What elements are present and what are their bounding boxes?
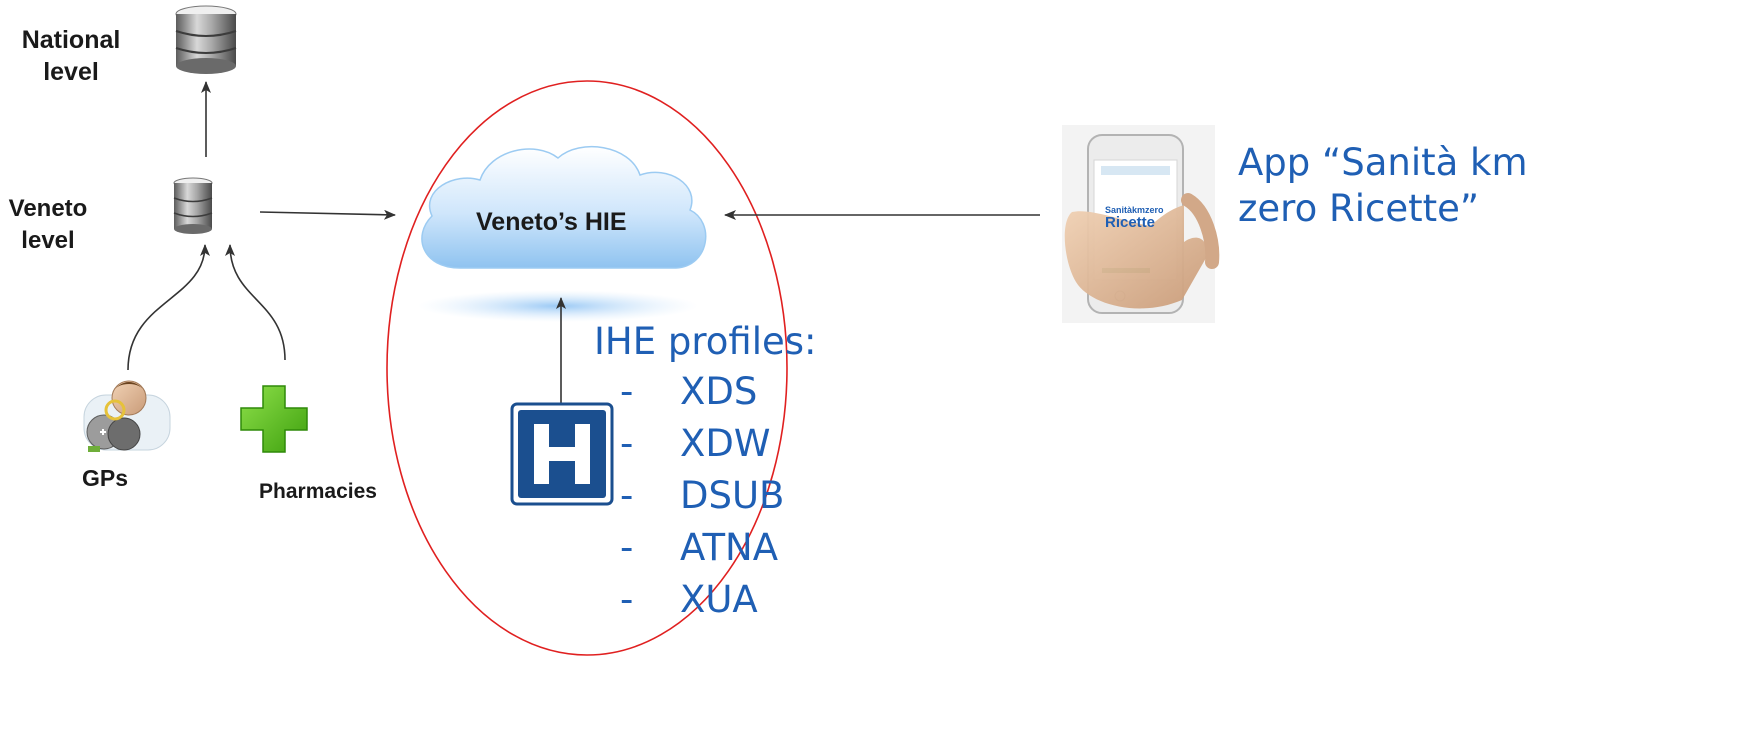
list-bullet: - [620,526,634,569]
ihe-profile-item: - DSUB [620,470,820,522]
ihe-profile-item: - XDS [620,366,820,418]
label-gps: GPs [81,465,129,491]
label-veneto-level: Veneto level [8,195,88,254]
label-pharmacies: Pharmacies [259,480,377,503]
arrow-veneto-to-hie [259,209,396,220]
arrow-pharmacies-to-veneto [225,244,286,361]
hospital-sign-icon [510,402,614,506]
list-bullet: - [620,370,634,413]
phone-in-hand-icon [1062,125,1220,323]
app-label: App “Sanità km zero Ricette” [1238,141,1528,230]
ihe-profile-item: - XDW [620,418,820,470]
ihe-profile-name: ATNA [680,526,779,569]
hie-title: Veneto’s HIE [476,208,627,236]
list-bullet: - [620,422,634,465]
list-bullet: - [620,474,634,517]
ihe-profile-name: XDW [680,422,771,465]
app-screen-brand: Sanitàkmzero [1105,205,1164,215]
ihe-profile-item: - ATNA [620,522,820,574]
ihe-profile-item: - XUA [620,574,820,626]
database-icon [173,177,213,234]
ihe-profiles-list: - XDS - XDW - DSUB - ATNA - XUA [620,366,820,626]
cloud-glow [418,290,698,322]
ihe-profile-name: XUA [680,578,758,621]
app-screen-title: Ricette [1105,214,1156,231]
ihe-profile-name: DSUB [680,474,785,517]
database-icon [175,5,237,74]
hie-boundary-ellipse [386,80,788,656]
pharmacy-cross-icon [240,385,308,453]
arrow-gps-to-veneto [127,244,210,371]
list-bullet: - [620,578,634,621]
label-national-level: National level [21,26,121,86]
doctor-icon [83,380,171,452]
ihe-profiles-title: IHE profiles: [594,320,817,363]
cloud-icon [421,145,707,269]
ihe-profile-name: XDS [680,370,758,413]
